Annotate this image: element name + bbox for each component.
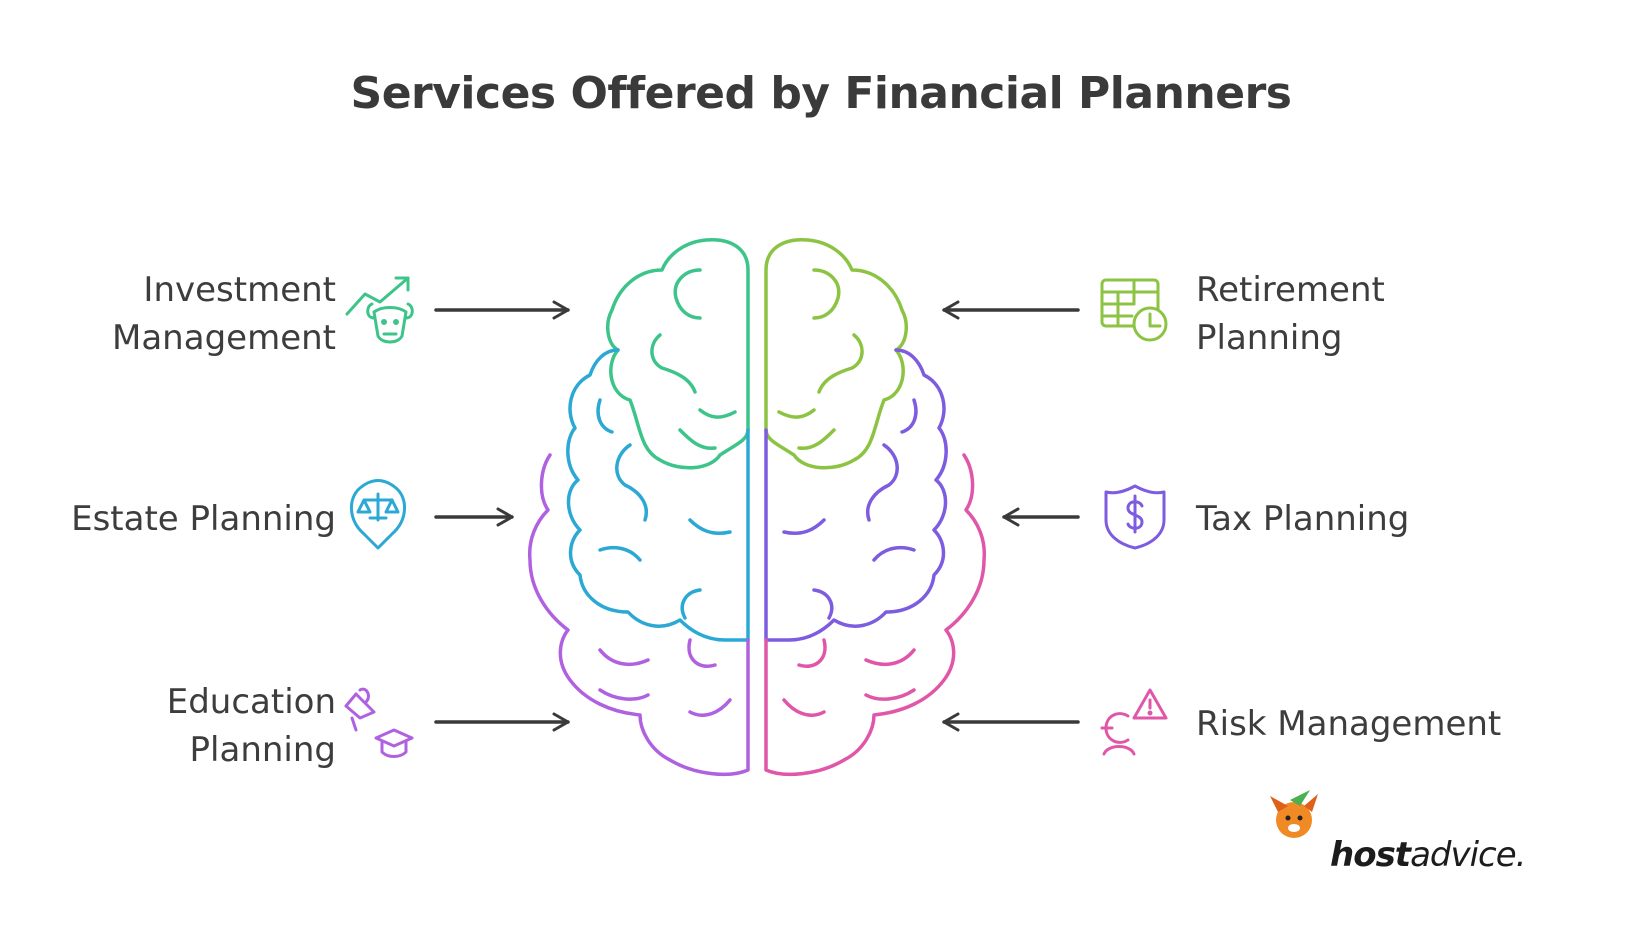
calendar-clock-icon <box>1100 278 1168 342</box>
brand-wordmark: hostadvice. <box>1330 835 1526 875</box>
brain-left-hemisphere <box>527 238 750 777</box>
brain-lobe-education <box>527 453 750 777</box>
brain-lobe-tax <box>764 348 948 642</box>
label-risk-line1: Risk Management <box>1196 704 1502 744</box>
dollar-shield-icon <box>1104 484 1166 550</box>
person-warning-icon <box>1100 688 1168 756</box>
brain-lobe-estate <box>566 348 750 642</box>
label-retirement-planning: Retirement Planning <box>1196 266 1385 362</box>
label-investment-line1: Investment <box>143 270 336 310</box>
brand-wordmark-bold: host <box>1330 835 1411 875</box>
brand-logo: hostadvice. <box>1330 835 1526 875</box>
brand-mascot-icon <box>1270 790 1318 838</box>
brain-right-hemisphere <box>764 238 987 777</box>
brain-lobe-retirement <box>764 238 908 470</box>
megaphone-graduation-icon <box>344 687 414 758</box>
label-risk-management: Risk Management <box>1196 700 1501 748</box>
label-education-planning: Education Planning <box>167 678 336 774</box>
label-education-line1: Education <box>166 682 336 722</box>
label-tax-planning: Tax Planning <box>1196 495 1409 543</box>
scales-pin-icon <box>350 479 406 550</box>
bull-market-icon <box>345 276 414 344</box>
label-investment-management: Investment Management <box>112 266 336 362</box>
label-investment-line2: Management <box>112 318 336 358</box>
label-tax-line1: Tax Planning <box>1196 499 1410 539</box>
label-estate-line1: Estate Planning <box>71 499 336 539</box>
brain-lobe-investment <box>606 238 750 470</box>
label-education-line2: Planning <box>189 730 336 770</box>
diagram-title: Services Offered by Financial Planners <box>350 68 1292 119</box>
brand-wordmark-rest: advice. <box>1410 835 1526 875</box>
label-retirement-line2: Planning <box>1196 318 1343 358</box>
label-estate-planning: Estate Planning <box>71 495 336 543</box>
brain-lobe-risk <box>764 453 987 777</box>
label-retirement-line1: Retirement <box>1196 270 1385 310</box>
